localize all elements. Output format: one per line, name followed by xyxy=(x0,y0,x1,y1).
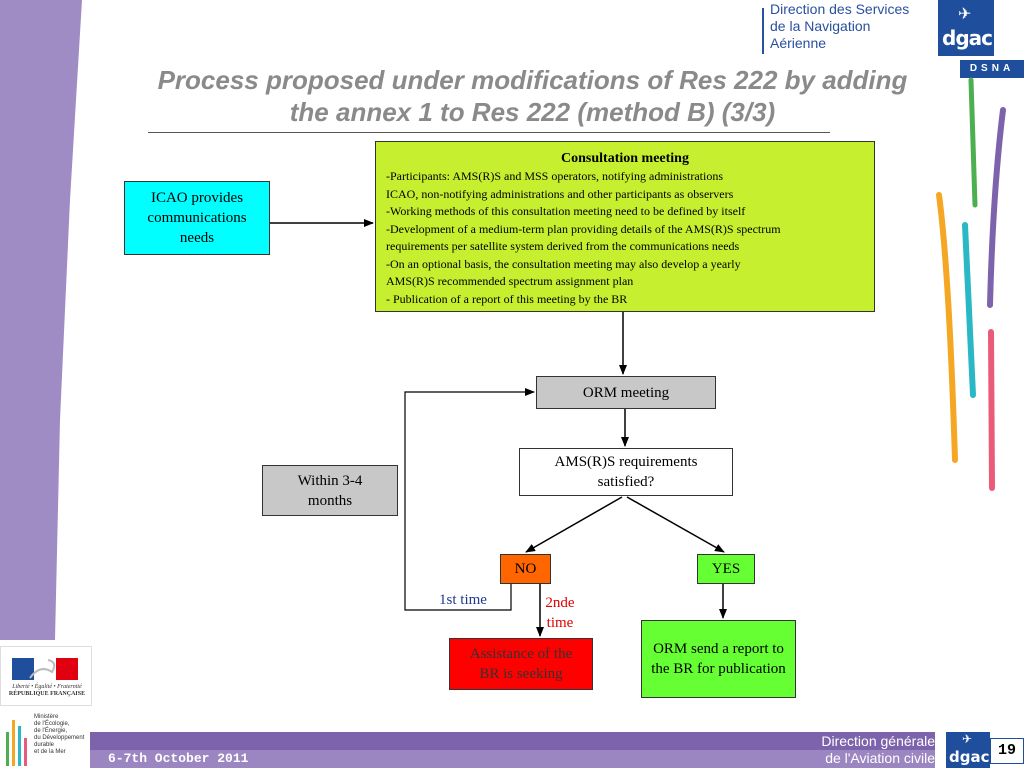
stripe-green-top xyxy=(968,77,978,208)
header-separator xyxy=(762,8,764,54)
direction-services-line-1: Direction des Services xyxy=(770,1,910,17)
footer-date: 6-7th October 2011 xyxy=(108,751,249,766)
icao-needs-text: ICAO provides communications needs xyxy=(147,190,247,246)
consultation-line: AMS(R)S recommended spectrum assignment … xyxy=(386,274,634,288)
ministry-line: Ministère xyxy=(34,714,59,720)
orm-report-text: ORM send a report to the BR for publicat… xyxy=(651,641,786,677)
ministry-logo xyxy=(0,706,92,768)
page-number: 19 xyxy=(990,738,1024,764)
ministry-text: Ministère de l'Écologie, de l'Énergie, d… xyxy=(34,714,92,756)
direction-services-text: Direction des Services de la Navigation … xyxy=(770,1,940,52)
consultation-meeting-box: Consultation meeting -Participants: AMS(… xyxy=(375,141,875,312)
ministry-bars-icon xyxy=(6,720,27,766)
dgac-logo-footer-text: dgac xyxy=(949,748,990,766)
dgac-general-line-1: Direction générale xyxy=(821,733,935,749)
no-text: NO xyxy=(514,561,537,577)
within-months-box: Within 3-4 months xyxy=(262,465,398,516)
consultation-title: Consultation meeting xyxy=(561,151,689,166)
ministry-line: du Développement xyxy=(34,735,85,741)
ministry-line: de l'Énergie, xyxy=(34,728,68,734)
republique-francaise-text: Liberté • Égalité • Fraternité RÉPUBLIQU… xyxy=(6,684,88,698)
assistance-box: Assistance of the BR is seeking xyxy=(449,638,593,690)
icao-needs-box: ICAO provides communications needs xyxy=(124,181,270,255)
stripe-orange xyxy=(936,192,958,463)
page-title: Process proposed under modifications of … xyxy=(110,64,955,128)
marianne-flag-icon xyxy=(12,658,78,680)
ams-requirements-text: AMS(R)S requirements satisfied? xyxy=(554,454,698,490)
ministry-line: durable xyxy=(34,742,55,748)
ministry-line: de l'Écologie, xyxy=(34,721,70,727)
within-months-text: Within 3-4 months xyxy=(297,472,363,509)
stripe-pink xyxy=(988,329,995,491)
arrow-ams-to-no xyxy=(525,496,623,553)
footer-bar-bottom xyxy=(90,750,935,768)
consultation-line: ICAO, non-notifying administrations and … xyxy=(386,186,734,201)
consultation-line: -Participants: AMS(R)S and MSS operators… xyxy=(386,169,723,183)
stripe-purple xyxy=(987,107,1006,308)
orm-report-box: ORM send a report to the BR for publicat… xyxy=(641,620,796,698)
first-time-label: 1st time xyxy=(439,592,487,608)
yes-text: YES xyxy=(711,561,741,577)
second-time-label: 2nde time xyxy=(545,595,575,631)
assistance-text: Assistance of the BR is seeking xyxy=(469,646,573,682)
orm-meeting-box: ORM meeting xyxy=(536,376,716,409)
left-purple-band xyxy=(0,0,82,640)
title-underline xyxy=(148,132,830,133)
consultation-line: -Development of a medium-term plan provi… xyxy=(386,221,781,236)
title-line-2: the annex 1 to Res 222 (method B) (3/3) xyxy=(289,97,776,127)
dgac-logo: ✈ dgac xyxy=(938,0,994,56)
plane-icon: ✈ xyxy=(958,6,972,23)
rf-name: RÉPUBLIQUE FRANÇAISE xyxy=(8,691,86,697)
direction-services-line-3: Aérienne xyxy=(770,35,827,51)
consultation-line: requirements per satellite system derive… xyxy=(386,239,740,253)
stripe-teal xyxy=(962,222,976,398)
consultation-line: -On an optional basis, the consultation … xyxy=(386,256,741,271)
rf-motto: Liberté • Égalité • Fraternité xyxy=(12,684,82,690)
consultation-line: - Publication of a report of this meetin… xyxy=(386,291,628,306)
dgac-logo-text: dgac xyxy=(942,26,993,50)
ministry-line: et de la Mer xyxy=(34,749,66,755)
dsna-banner: DSNA xyxy=(960,60,1024,78)
title-line-1: Process proposed under modifications of … xyxy=(157,65,908,95)
yes-box: YES xyxy=(697,554,755,584)
dgac-general-line-2: de l'Aviation civile xyxy=(825,750,935,766)
direction-services-line-2: de la Navigation xyxy=(770,18,871,34)
decorative-stripes xyxy=(936,77,1006,491)
consultation-line: -Working methods of this consultation me… xyxy=(386,204,746,218)
arrow-ams-to-yes xyxy=(626,496,725,553)
dgac-general-text: Direction générale de l'Aviation civile xyxy=(790,733,935,767)
ams-requirements-box: AMS(R)S requirements satisfied? xyxy=(519,448,733,496)
plane-icon: ✈ xyxy=(962,732,973,746)
dgac-logo-footer: ✈ dgac xyxy=(946,732,990,768)
orm-meeting-text: ORM meeting xyxy=(582,384,670,401)
no-box: NO xyxy=(500,554,551,584)
footer-bar-top xyxy=(90,732,935,750)
